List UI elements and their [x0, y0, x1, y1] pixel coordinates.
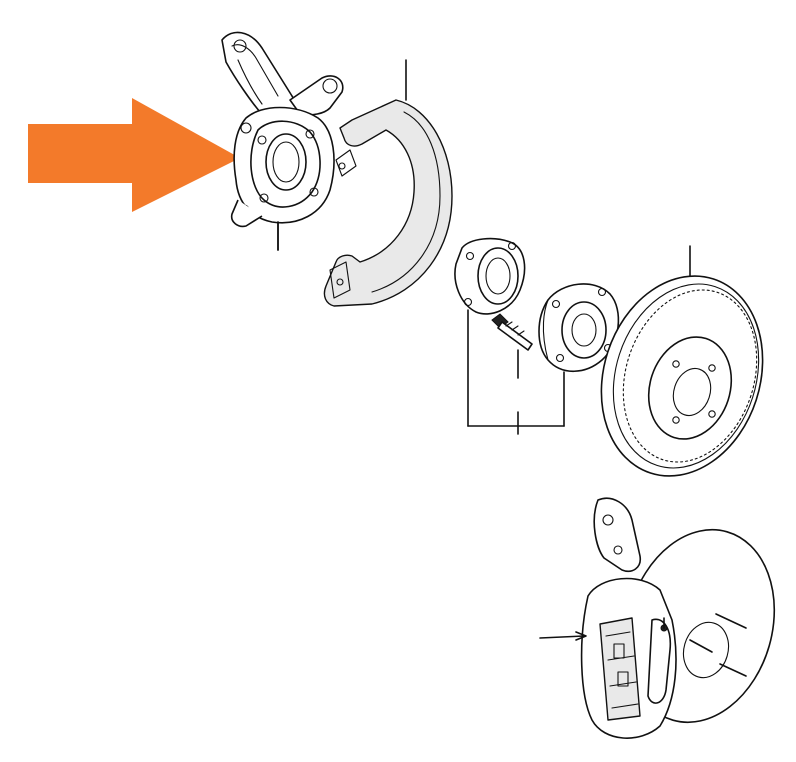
assembly-bracket: [467, 411, 565, 435]
brake-disc[interactable]: [576, 245, 787, 497]
dust-shield[interactable]: [323, 59, 453, 307]
brake-caliper[interactable]: [539, 497, 796, 740]
wheel-hub[interactable]: [538, 283, 620, 427]
steering-knuckle[interactable]: [221, 31, 344, 251]
wheel-bearing[interactable]: [454, 237, 526, 427]
pointer-arrow: [28, 98, 240, 212]
hub-bolt[interactable]: [491, 313, 533, 379]
